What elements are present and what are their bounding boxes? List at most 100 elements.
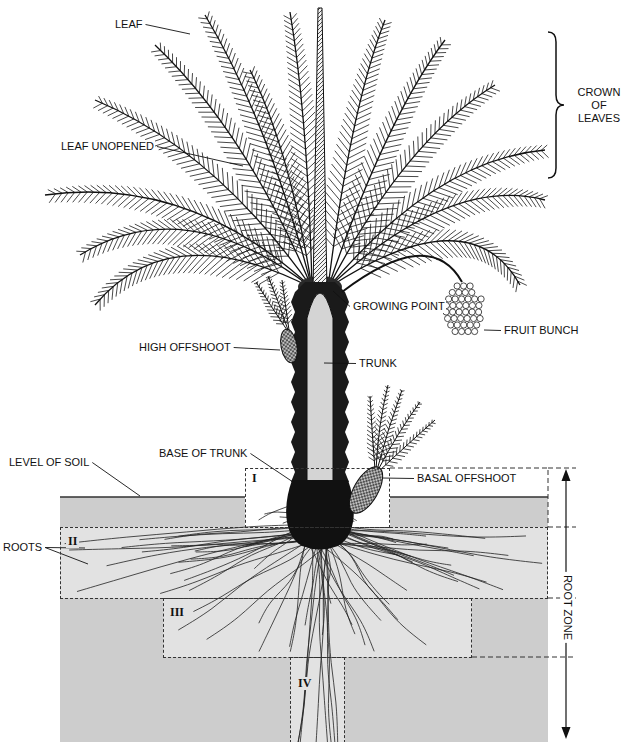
date-fruit xyxy=(446,296,452,302)
root xyxy=(170,527,309,574)
trunk-base xyxy=(286,480,354,550)
date-fruit xyxy=(469,302,475,308)
leaflets xyxy=(367,396,379,461)
date-fruit xyxy=(471,315,477,321)
part-label: BASAL OFFSHOOT xyxy=(416,472,517,485)
date-fruit xyxy=(461,322,467,328)
date-fruit xyxy=(454,283,460,289)
root-zone-band: IV xyxy=(290,657,345,742)
frond-rachis xyxy=(290,12,312,288)
zone-tick xyxy=(472,468,576,657)
date-fruit xyxy=(458,315,464,321)
root xyxy=(178,540,309,630)
root xyxy=(335,542,487,582)
frond-rachis xyxy=(282,280,289,330)
date-fruit xyxy=(464,315,470,321)
leader-line xyxy=(157,147,243,167)
date-fruit xyxy=(450,309,456,315)
zone-number: I xyxy=(250,472,259,485)
leader-line xyxy=(92,463,140,497)
part-label: TRUNK xyxy=(358,357,398,370)
date-fruit xyxy=(461,283,467,289)
basal-offshoot xyxy=(343,461,390,518)
date-fruit xyxy=(469,309,475,315)
zone-fill xyxy=(290,657,345,742)
root xyxy=(326,545,331,742)
root-zone-band: III xyxy=(163,598,472,658)
root xyxy=(300,545,312,742)
date-fruit xyxy=(467,283,473,289)
date-fruit xyxy=(478,296,484,302)
part-label: LEVEL OF SOIL xyxy=(8,456,90,469)
date-fruit xyxy=(454,322,460,328)
date-fruit xyxy=(469,289,475,295)
part-label: HIGH OFFSHOOT xyxy=(138,341,232,354)
leaflets xyxy=(90,244,279,311)
leader-line xyxy=(333,291,350,307)
root xyxy=(326,540,381,621)
root xyxy=(335,540,398,620)
root xyxy=(122,533,304,548)
date-fruit xyxy=(476,302,482,308)
date-fruit xyxy=(452,296,458,302)
leaflets xyxy=(48,185,283,268)
date-fruit xyxy=(467,322,473,328)
part-label: LEAF xyxy=(114,18,144,31)
root xyxy=(298,545,322,742)
date-fruit xyxy=(463,309,469,315)
date-fruit xyxy=(477,315,483,321)
root-zone-band: I xyxy=(245,468,390,528)
part-label: LEAF UNOPENED xyxy=(60,140,155,153)
date-fruit xyxy=(459,328,465,334)
date-fruit xyxy=(456,289,462,295)
leader-line xyxy=(324,363,356,365)
part-label: CROWN OF LEAVES xyxy=(572,86,624,125)
frond-rachis xyxy=(45,192,312,288)
leaflets xyxy=(151,43,302,252)
date-fruit xyxy=(476,309,482,315)
date-fruit xyxy=(451,315,457,321)
date-fruit xyxy=(450,302,456,308)
root xyxy=(193,540,317,612)
frond-rachis xyxy=(95,255,312,305)
date-fruit xyxy=(462,289,468,295)
date-fruit xyxy=(465,296,471,302)
root xyxy=(316,545,327,742)
leader-line xyxy=(45,548,88,565)
date-fruit xyxy=(459,296,465,302)
leader-line xyxy=(234,348,280,351)
fruit-stalk xyxy=(342,256,462,292)
root xyxy=(315,540,426,645)
zone-number: II xyxy=(66,535,79,548)
part-label: GROWING POINT xyxy=(352,300,446,313)
date-fruit xyxy=(463,302,469,308)
date-fruit xyxy=(448,322,454,328)
root xyxy=(327,540,355,634)
zone-number: III xyxy=(168,606,186,619)
frond-rachis xyxy=(378,420,435,472)
crown-bracket xyxy=(548,32,564,178)
frond-rachis xyxy=(328,195,545,288)
leaflets xyxy=(342,80,500,254)
zone-number: IV xyxy=(296,677,313,690)
date-fruit xyxy=(452,328,458,334)
root xyxy=(259,540,307,652)
part-label: ROOT ZONE xyxy=(560,571,575,642)
root xyxy=(328,531,526,537)
root-zone-band: II xyxy=(60,527,548,599)
date-fruit xyxy=(456,302,462,308)
date-fruit xyxy=(445,315,451,321)
zone-outline xyxy=(390,468,548,527)
root xyxy=(77,533,303,592)
frond-rachis xyxy=(370,396,375,470)
part-label: BASE OF TRUNK xyxy=(158,447,248,460)
date-fruit xyxy=(472,296,478,302)
trunk-core xyxy=(307,293,333,486)
leader-line xyxy=(484,330,501,332)
root xyxy=(321,545,335,742)
root xyxy=(325,539,451,565)
leader-line xyxy=(146,25,190,35)
